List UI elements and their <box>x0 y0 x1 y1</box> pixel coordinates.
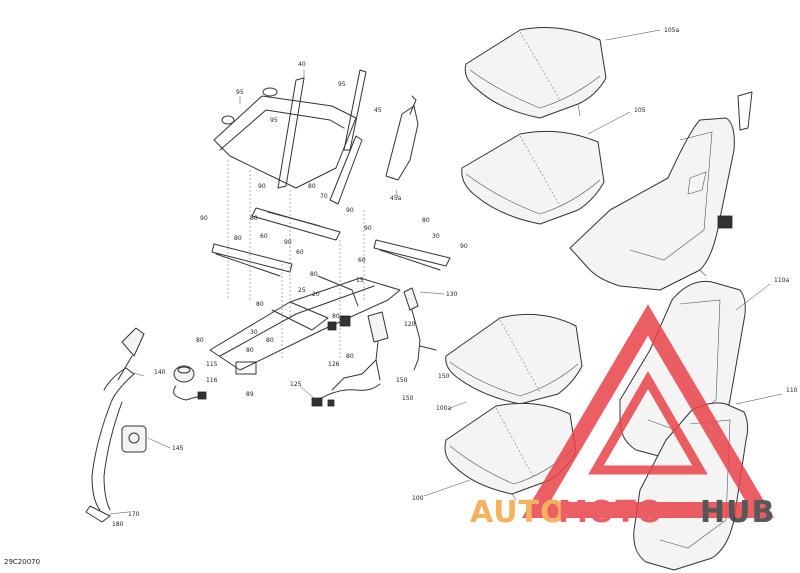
callout-80-a: 80 <box>308 183 316 190</box>
callout-60-b: 60 <box>296 249 304 256</box>
watermark-logo: AUTO MOTO HUB <box>470 304 775 530</box>
callout-80-i: 80 <box>266 337 274 344</box>
callout-95-a: 95 <box>236 89 244 96</box>
leader-lines <box>109 29 783 515</box>
callout-90-d: 90 <box>284 239 292 246</box>
callout-80-g: 80 <box>332 313 340 320</box>
seat-cushion-100a[interactable] <box>445 313 583 405</box>
callout-100a: 100a <box>436 405 451 412</box>
callout-150-c: 150 <box>402 395 414 402</box>
watermark-text-moto: MOTO <box>558 495 663 530</box>
callout-105: 105 <box>634 107 646 114</box>
callout-130: 130 <box>446 291 458 298</box>
callout-170: 170 <box>128 511 140 518</box>
callout-80-d: 80 <box>422 217 430 224</box>
buckle-120[interactable] <box>331 311 389 391</box>
seat-rails-60[interactable] <box>211 239 451 277</box>
callout-80-h: 80 <box>196 337 204 344</box>
callout-80-k: 80 <box>346 353 354 360</box>
seat-back-110a[interactable] <box>569 91 753 291</box>
watermark-triangle <box>521 304 775 518</box>
side-bracket-45[interactable] <box>329 95 419 205</box>
callout-115: 115 <box>206 361 218 368</box>
callout-25: 25 <box>298 287 306 294</box>
callout-120: 120 <box>404 321 416 328</box>
callout-125: 125 <box>290 381 302 388</box>
callout-100: 100 <box>412 495 424 502</box>
watermark-text-auto: AUTO <box>470 495 567 530</box>
callout-80-f: 80 <box>256 301 264 308</box>
callout-30-a: 30 <box>432 233 440 240</box>
assembly-lines <box>227 160 365 360</box>
watermark-text-hub: HUB <box>700 495 775 530</box>
callout-60-a: 60 <box>260 233 268 240</box>
callout-30-b: 30 <box>250 329 258 336</box>
callout-105a: 105a <box>664 27 679 34</box>
seat-rail-70[interactable] <box>251 207 341 241</box>
callout-45a: 45a <box>390 195 402 202</box>
harness-125-126[interactable] <box>311 383 381 407</box>
seat-belt-140[interactable] <box>85 327 147 523</box>
callout-80-j: 80 <box>246 347 254 354</box>
callout-126: 126 <box>328 361 340 368</box>
callout-90-b: 90 <box>200 215 208 222</box>
drawing-code: 29C20070 <box>4 558 41 566</box>
seat-cushion-105a[interactable] <box>464 27 607 119</box>
callout-80-c: 80 <box>234 235 242 242</box>
callout-labels: 105a 105 110a 110 100a 100 40 95 95 95 4… <box>112 27 798 528</box>
callout-15: 15 <box>356 277 364 284</box>
callout-90-f: 90 <box>364 225 372 232</box>
callout-140: 140 <box>154 369 166 376</box>
callout-180: 180 <box>112 521 124 528</box>
callout-150-a: 150 <box>438 373 450 380</box>
callout-20: 20 <box>312 291 320 298</box>
callout-45: 45 <box>374 107 382 114</box>
callout-70: 70 <box>320 193 328 200</box>
seat-base-frame[interactable] <box>209 275 401 375</box>
callout-90-a: 90 <box>258 183 266 190</box>
callout-145: 145 <box>172 445 184 452</box>
callout-80-b: 80 <box>250 215 258 222</box>
callout-40: 40 <box>298 61 306 68</box>
callout-150-b: 150 <box>396 377 408 384</box>
callout-110a: 110a <box>774 277 789 284</box>
sensor-115-116[interactable] <box>173 365 207 401</box>
callout-89: 89 <box>246 391 254 398</box>
callout-116: 116 <box>206 377 218 384</box>
callout-95-b: 95 <box>338 81 346 88</box>
callout-95-c: 95 <box>270 117 278 124</box>
callout-60-c: 60 <box>358 257 366 264</box>
callout-110: 110 <box>786 387 798 394</box>
callout-80-e: 80 <box>310 271 318 278</box>
callout-90-c: 90 <box>346 207 354 214</box>
seat-belt-latch-130[interactable] <box>403 287 437 371</box>
seat-cushion-105[interactable] <box>461 130 605 225</box>
callout-90-e: 90 <box>460 243 468 250</box>
